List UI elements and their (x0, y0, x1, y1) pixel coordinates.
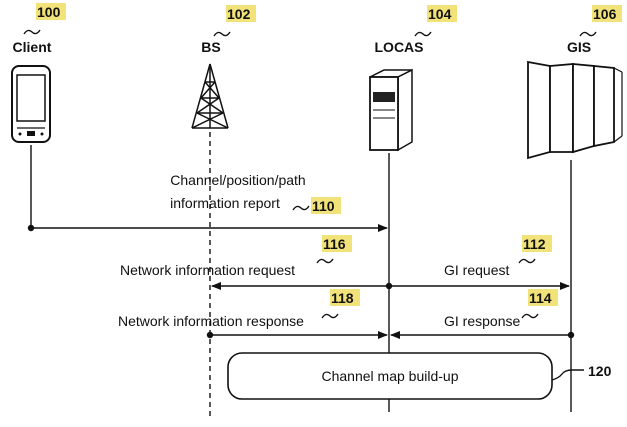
svg-text:102: 102 (227, 6, 251, 22)
ref-110: 110 (312, 198, 335, 214)
ref-120: 120 (588, 363, 612, 379)
net-response-label: Network information response (118, 313, 304, 329)
mobile-phone-icon (11, 65, 51, 143)
report-label-line1: Channel/position/path (170, 172, 305, 188)
ref-100: 100 (23, 3, 66, 35)
gi-response-label: GI response (444, 313, 520, 329)
ref-112: 112 (523, 236, 546, 252)
ref-106: 106 (579, 5, 622, 37)
entity-label-client: Client (13, 39, 52, 55)
ref-114: 114 (529, 290, 552, 306)
ref-104: 104 (414, 5, 457, 37)
entity-label-locas: LOCAS (375, 39, 424, 55)
gi-request-label: GI request (444, 262, 509, 278)
channel-map-label: Channel map build-up (322, 368, 459, 384)
svg-text:100: 100 (37, 4, 61, 20)
entity-label-bs: BS (201, 39, 220, 55)
ref-102: 102 (213, 5, 256, 37)
report-label-line2: information report (170, 195, 280, 211)
entity-label-gis: GIS (567, 39, 591, 55)
ref-118: 118 (331, 290, 354, 306)
channel-map-process-box (227, 352, 553, 400)
svg-text:104: 104 (428, 6, 452, 22)
svg-text:106: 106 (593, 6, 617, 22)
net-request-label: Network information request (120, 262, 295, 278)
ref-116: 116 (323, 236, 346, 252)
storage-rack-icon (527, 60, 623, 160)
antenna-tower-icon (191, 63, 229, 129)
server-icon (369, 68, 413, 152)
